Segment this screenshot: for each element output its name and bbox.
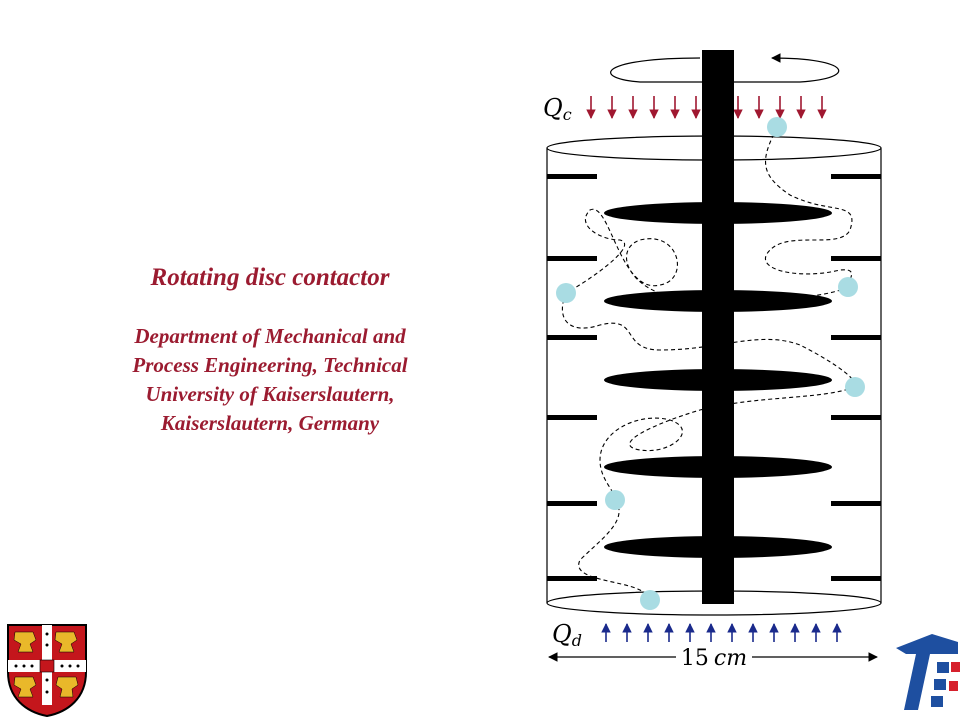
dispersed-flow-label: Qd [552, 620, 582, 650]
affiliation-line: Kaiserslautern, Germany [160, 411, 380, 435]
stator-rings [547, 174, 881, 581]
droplet-trajectories [561, 127, 856, 601]
affiliation-line: University of Kaiserslautern, [145, 382, 395, 406]
droplets [556, 117, 865, 610]
affiliation-line: Process Engineering, Technical [132, 353, 408, 377]
affiliation-line: Department of Mechanical and [134, 324, 406, 348]
rotation-arrow [610, 53, 840, 83]
university-of-cambridge-shield-icon [7, 624, 87, 718]
tu-kaiserslautern-logo-icon [896, 634, 960, 710]
dispersed-inflow-arrows [601, 623, 842, 642]
affiliation-text: Department of Mechanical and Process Eng… [60, 322, 480, 438]
continuous-flow-label: Qc [543, 94, 572, 124]
rotor-shaft [702, 50, 734, 604]
diagram-title: Rotating disc contactor [150, 264, 390, 291]
title-block: Rotating disc contactor Department of Me… [60, 258, 480, 438]
rotor-discs [604, 202, 832, 558]
